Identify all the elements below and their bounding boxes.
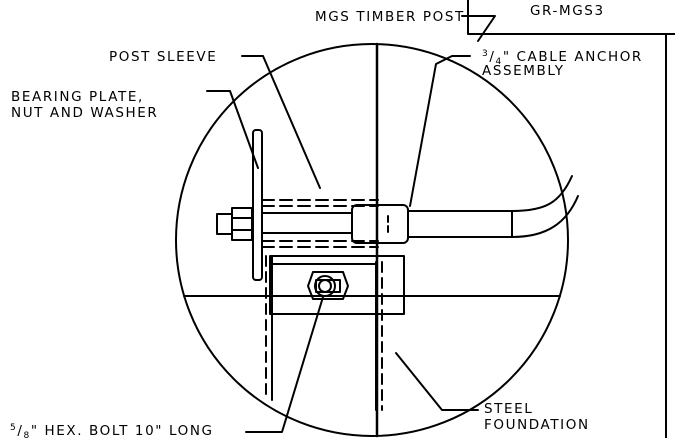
fraction-slash: / bbox=[489, 49, 496, 65]
hex-bolt-label: 5/8" HEX. BOLT 10" LONG bbox=[10, 423, 214, 438]
hex-bolt-fraction-denominator: 8 bbox=[23, 431, 31, 438]
timber-post-label: MGS TIMBER POST bbox=[315, 9, 465, 25]
post-sleeve bbox=[261, 199, 379, 248]
cable-anchor-fraction-numerator: 3 bbox=[482, 49, 490, 59]
detail-circle bbox=[175, 43, 569, 437]
hex-bolt-text: " HEX. BOLT 10" LONG bbox=[30, 423, 214, 438]
leader-cable-anchor bbox=[409, 55, 471, 207]
fraction-slash: / bbox=[17, 423, 24, 438]
steel-foundation-label-line1: STEEL bbox=[484, 401, 534, 417]
steel-foundation bbox=[269, 255, 405, 315]
leader-post-sleeve bbox=[241, 55, 321, 189]
leader-steel-foundation bbox=[395, 352, 479, 411]
cable bbox=[511, 175, 573, 212]
leader-hex-bolt bbox=[245, 296, 324, 433]
post-sleeve-label: POST SLEEVE bbox=[109, 49, 218, 65]
leader-bearing-plate bbox=[206, 90, 259, 169]
bearing-plate bbox=[252, 129, 263, 281]
drawing-id-label: GR-MGS3 bbox=[530, 3, 605, 19]
cable-anchor-body bbox=[407, 210, 513, 238]
bearing-plate-label-line2: NUT AND WASHER bbox=[11, 105, 159, 121]
cable-anchor-label-line2: ASSEMBLY bbox=[482, 63, 565, 79]
bearing-plate-label-line1: BEARING PLATE, bbox=[11, 89, 144, 105]
hex-nut bbox=[231, 207, 253, 241]
cable-anchor-text: " CABLE ANCHOR bbox=[502, 49, 643, 65]
hex-bolt-washer bbox=[314, 275, 336, 297]
cable-anchor-sleeve bbox=[351, 204, 409, 244]
cable-anchor-label-line1: 3/4" CABLE ANCHOR bbox=[482, 49, 643, 67]
hex-bolt-fraction-numerator: 5 bbox=[10, 423, 18, 433]
threaded-rod bbox=[216, 213, 233, 235]
hex-bolt-head bbox=[307, 271, 349, 300]
title-block-border bbox=[467, 0, 675, 35]
steel-foundation-label-line2: FOUNDATION bbox=[484, 417, 590, 433]
cable-anchor-fraction-denominator: 4 bbox=[495, 57, 503, 67]
leader-timber-post bbox=[461, 15, 496, 42]
